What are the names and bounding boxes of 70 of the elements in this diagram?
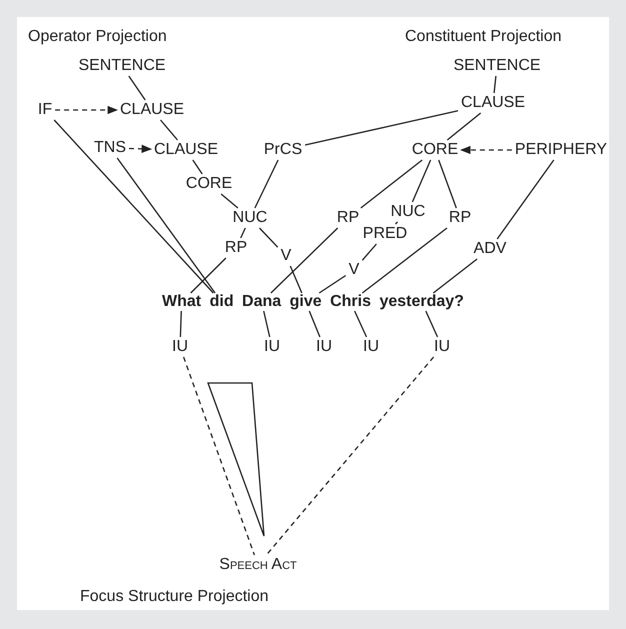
node-label: IU <box>171 338 189 356</box>
arrow <box>128 144 152 153</box>
arrow <box>55 106 118 114</box>
node-label: CLAUSE <box>152 141 220 159</box>
tree-line <box>425 310 438 338</box>
node-label: IU <box>263 338 281 356</box>
tree-line <box>308 310 320 338</box>
tree-line <box>432 258 478 294</box>
tree-line <box>266 356 434 556</box>
tree-line <box>220 194 238 208</box>
node-label: IU <box>362 338 380 356</box>
sentence-word: Dana <box>242 294 282 310</box>
projection-title: Focus Structure Projection <box>80 589 269 605</box>
projection-title: Constituent Projection <box>405 29 562 45</box>
node-label: RP <box>224 239 248 257</box>
node-label: CLAUSE <box>118 101 186 119</box>
tree-line <box>54 120 214 294</box>
tree-line <box>116 158 216 294</box>
sentence-word: yesterday? <box>379 294 464 310</box>
node-label: PrCS <box>262 141 304 159</box>
tree-line <box>304 110 458 146</box>
node-label: PRED <box>362 225 408 243</box>
tree-line <box>180 310 182 338</box>
tree-line <box>362 244 377 261</box>
projection-title: Operator Projection <box>28 29 167 45</box>
tree-line <box>128 76 146 100</box>
node-label: TNS <box>93 139 127 157</box>
sentence-word: What <box>162 294 202 310</box>
node-label: PERIPHERY <box>514 141 608 159</box>
node-label: CORE <box>184 175 234 193</box>
tree-line <box>190 258 226 294</box>
sentence-word: give <box>290 294 322 310</box>
tree-line <box>254 160 279 208</box>
tree-line <box>412 160 432 202</box>
node-label: ADV <box>472 240 508 258</box>
tree-line <box>446 112 482 140</box>
tree-line <box>360 159 423 209</box>
tree-line <box>395 222 398 224</box>
node-label: CORE <box>410 141 460 159</box>
tree-line <box>354 310 368 338</box>
node-label: IU <box>315 338 333 356</box>
node-label: RP <box>336 209 360 227</box>
node-label: NUC <box>232 209 268 227</box>
tree-line <box>263 310 270 338</box>
node-label: V <box>348 261 360 279</box>
focus-triangle <box>207 382 265 537</box>
tree-line <box>160 120 178 140</box>
tree-line <box>496 160 554 240</box>
tree-line <box>259 228 278 248</box>
node-label: SENTENCE <box>452 57 542 75</box>
node-label: NUC <box>390 203 426 221</box>
tree-line <box>182 356 256 556</box>
node-label: SENTENCE <box>77 57 167 75</box>
node-label: Speech Act <box>218 556 298 574</box>
node-label: V <box>280 247 292 265</box>
tree-line <box>362 227 448 294</box>
sentence-word: did <box>210 294 234 310</box>
arrow <box>460 146 512 154</box>
node-label: CLAUSE <box>460 94 526 112</box>
node-label: IU <box>433 338 451 356</box>
node-label: IF <box>36 101 54 119</box>
tree-line <box>290 266 302 294</box>
tree-line <box>270 228 338 294</box>
node-label: RP <box>448 209 472 227</box>
tree-line <box>240 228 246 238</box>
tree-line <box>493 76 497 94</box>
tree-line <box>318 274 346 294</box>
tree-line <box>438 160 457 208</box>
tree-line <box>192 160 203 174</box>
sentence-word: Chris <box>330 294 371 310</box>
